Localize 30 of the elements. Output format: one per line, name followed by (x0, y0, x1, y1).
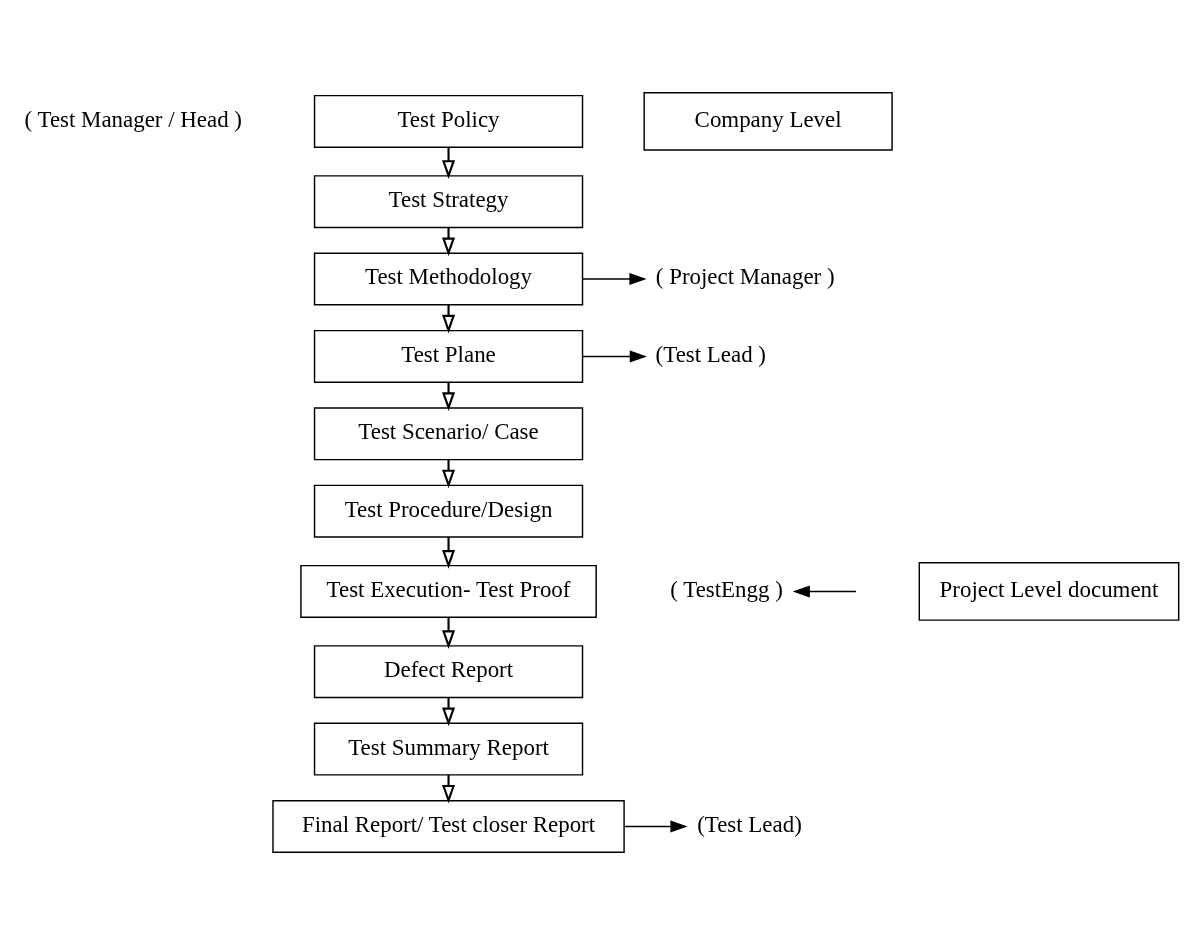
node-text: ( Project Manager ) (655, 263, 835, 289)
arrow (623, 819, 688, 832)
arrow (442, 304, 456, 334)
arrow (442, 459, 456, 488)
node-box: Test Procedure/Design (313, 484, 584, 538)
arrow (442, 536, 456, 569)
node-box: Test Scenario/ Case (313, 406, 584, 460)
node-box: Test Methodology (313, 252, 584, 306)
arrow (582, 349, 647, 362)
node-box: Final Report/ Test closer Report (272, 799, 625, 853)
arrow (442, 381, 456, 411)
node-box: Test Execution- Test Proof (300, 564, 597, 618)
node-box: Test Plane (313, 329, 584, 383)
node-box: Company Level (643, 91, 893, 151)
arrow (442, 146, 456, 179)
arrow (442, 616, 456, 649)
node-text: ( TestEngg ) (670, 576, 783, 602)
node-box: Project Level document (918, 561, 1180, 621)
node-text: (Test Lead) (697, 811, 802, 837)
node-box: Test Policy (313, 94, 584, 148)
label: ( Test Manager / Head ) (24, 106, 242, 132)
node-box: Test Strategy (313, 174, 584, 228)
arrow (792, 584, 857, 597)
arrow (442, 227, 456, 256)
arrow (442, 774, 456, 804)
node-text: (Test Lead ) (655, 341, 766, 367)
arrow (582, 272, 647, 285)
node-box: Defect Report (313, 644, 584, 698)
arrow (442, 697, 456, 726)
node-box: Test Summary Report (313, 722, 584, 776)
